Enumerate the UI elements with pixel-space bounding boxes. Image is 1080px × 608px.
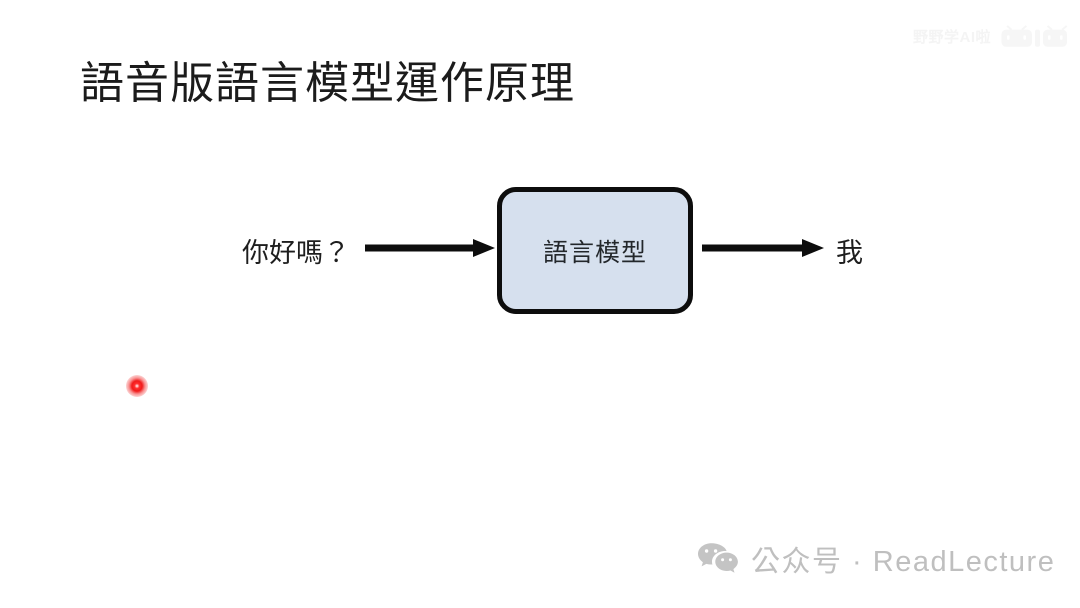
diagram-output-label: 我 — [836, 238, 863, 268]
language-model-box: 語言模型 — [497, 187, 693, 314]
page-title: 語音版語言模型運作原理 — [80, 59, 575, 108]
wechat-icon — [697, 542, 739, 576]
language-model-box-label: 語言模型 — [542, 238, 647, 267]
arrow-model-to-output — [702, 237, 824, 259]
readlecture-watermark-text: 公众号 · ReadLecture — [751, 546, 1056, 578]
diagram-input-label: 你好嗎？ — [242, 238, 350, 268]
arrow-input-to-model — [365, 237, 495, 259]
readlecture-watermark: 公众号 · ReadLecture — [697, 538, 1055, 580]
